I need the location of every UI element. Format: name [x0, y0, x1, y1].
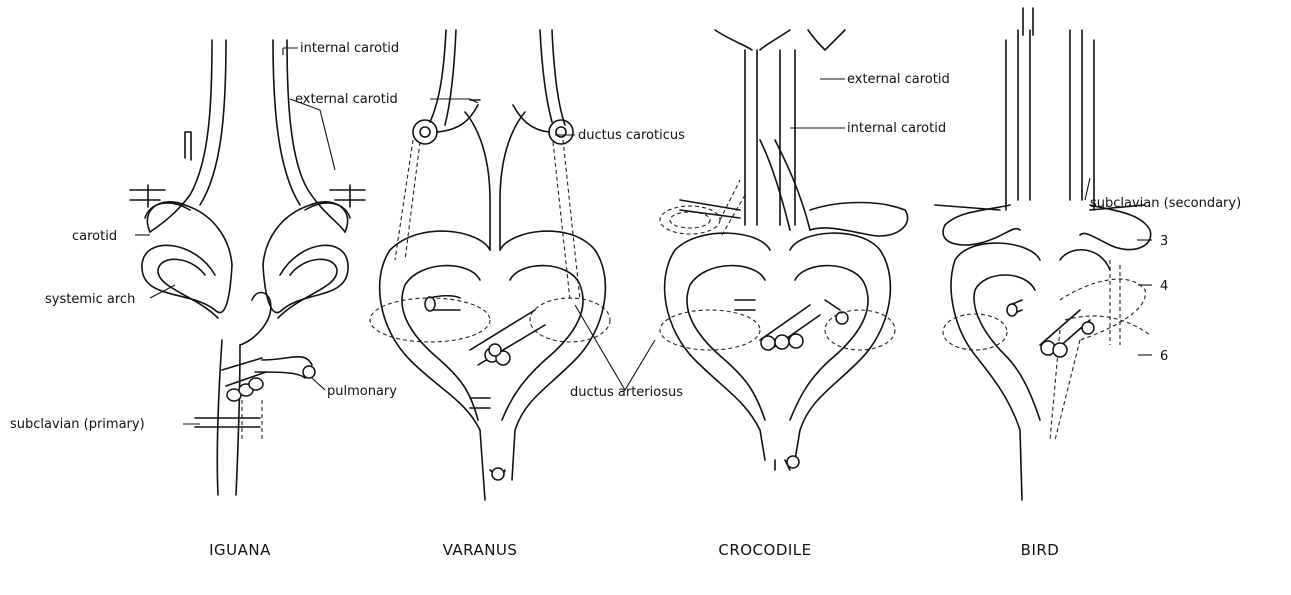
diagram-titles: IGUANA VARANUS CROCODILE BIRD	[209, 541, 1059, 559]
label-subclavian-primary: subclavian (primary)	[10, 417, 145, 432]
title-iguana: IGUANA	[209, 541, 271, 559]
label-arch-4: 4	[1160, 279, 1168, 294]
label-internal-carotid-2: internal carotid	[847, 121, 946, 136]
label-subclavian-secondary: subclavian (secondary)	[1090, 196, 1241, 211]
label-external-carotid-1: external carotid	[295, 92, 398, 107]
label-arch-6: 6	[1160, 349, 1168, 364]
label-arch-3: 3	[1160, 234, 1168, 249]
label-internal-carotid-1: internal carotid	[300, 41, 399, 56]
label-carotid: carotid	[72, 229, 117, 244]
iguana-diagram	[130, 40, 365, 495]
title-varanus: VARANUS	[443, 541, 518, 559]
label-pulmonary: pulmonary	[327, 384, 397, 399]
label-ductus-arteriosus: ductus arteriosus	[570, 385, 683, 400]
title-bird: BIRD	[1021, 541, 1060, 559]
bird-diagram	[935, 8, 1151, 500]
label-external-carotid-2: external carotid	[847, 72, 950, 87]
label-systemic-arch: systemic arch	[45, 292, 135, 307]
varanus-diagram	[370, 30, 610, 500]
title-crocodile: CROCODILE	[718, 541, 811, 559]
label-ductus-caroticus: ductus caroticus	[578, 128, 685, 143]
crocodile-diagram	[660, 30, 908, 470]
